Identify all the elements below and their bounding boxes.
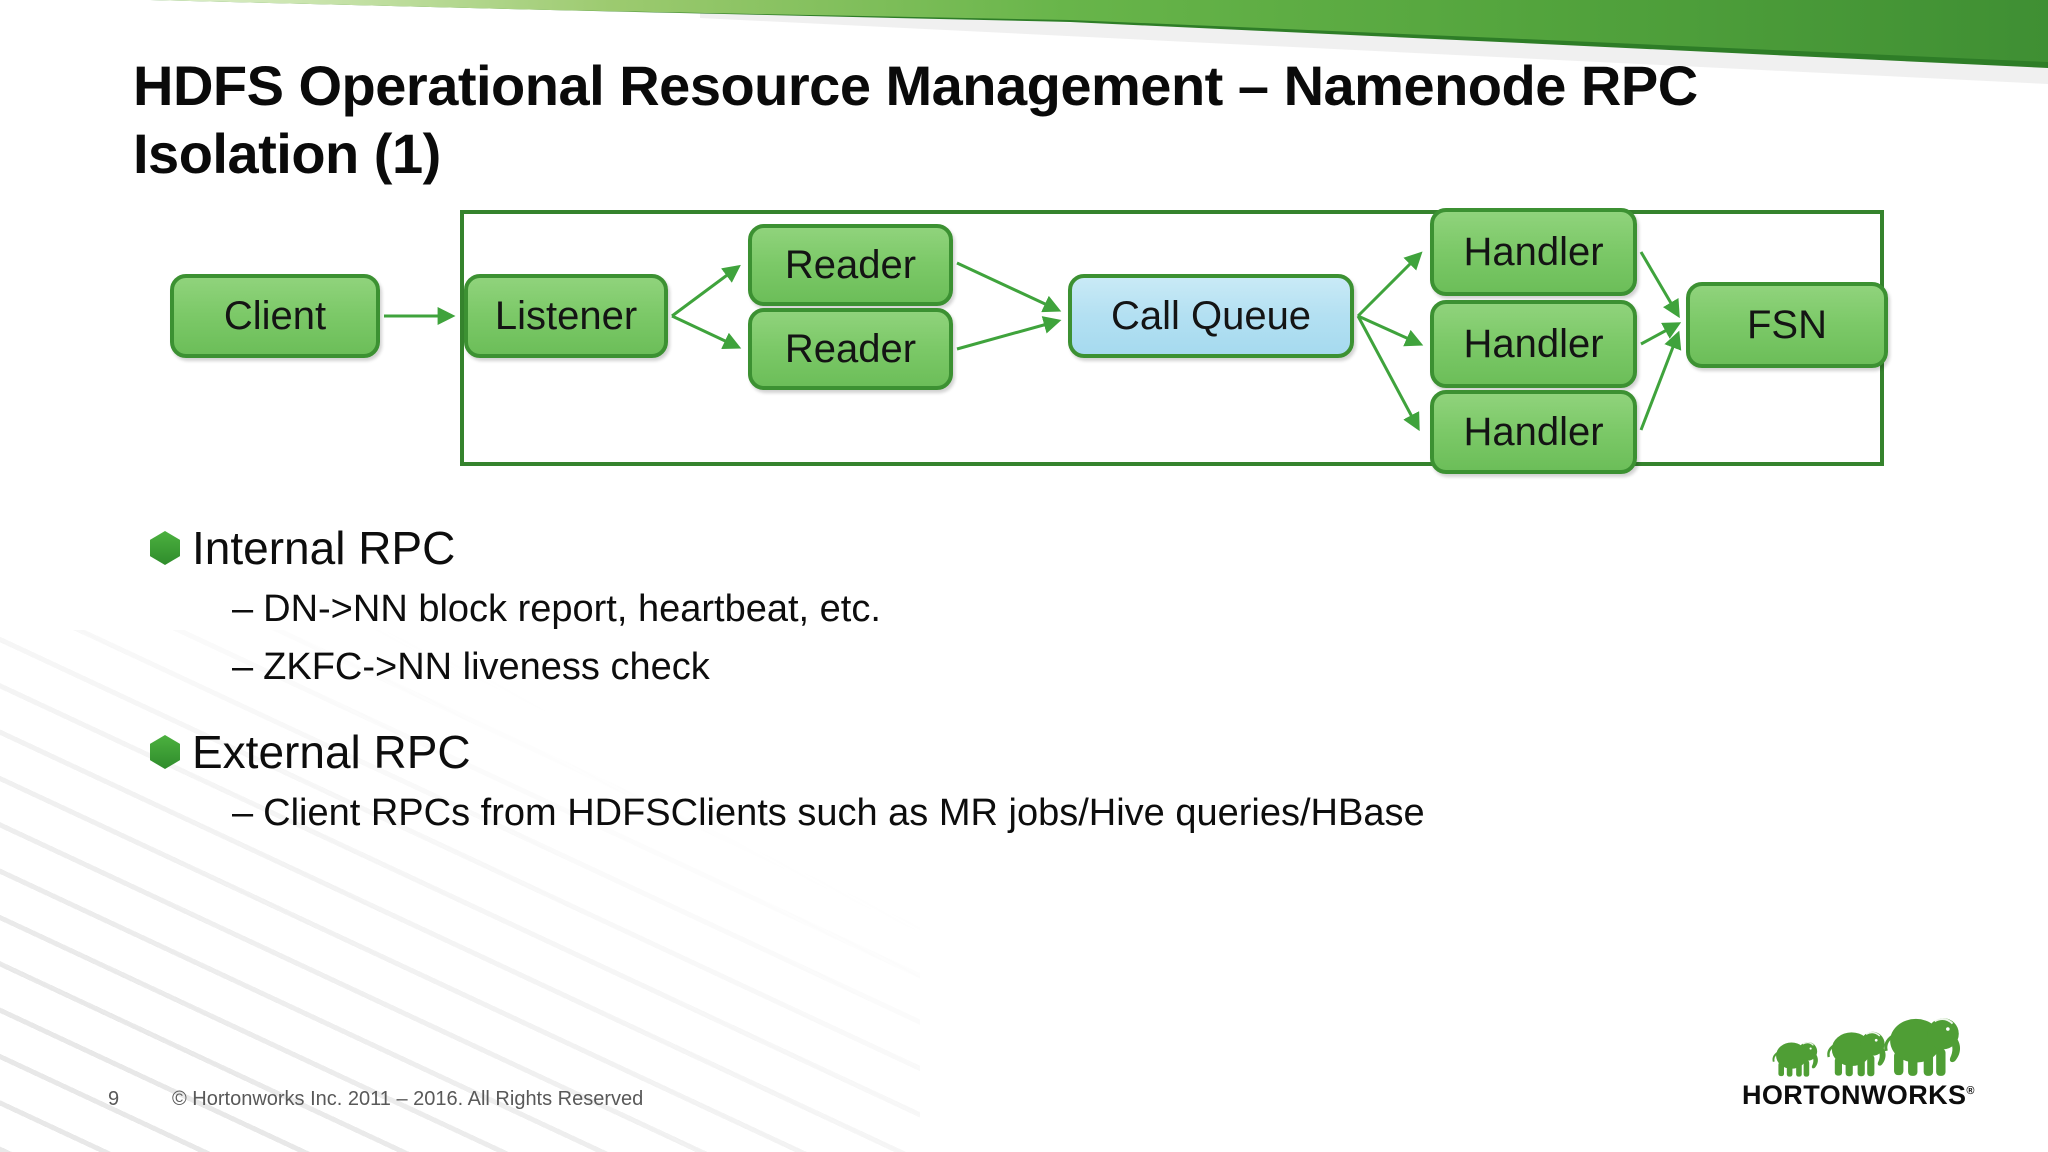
copyright-text: © Hortonworks Inc. 2011 – 2016. All Righ… bbox=[172, 1088, 644, 1110]
section-external-rpc: External RPC bbox=[150, 724, 471, 780]
edge-reader2-queue bbox=[956, 316, 1062, 351]
diagram-node-handler-3: Handler bbox=[1430, 390, 1637, 474]
diagram-node-fsn: FSN bbox=[1686, 282, 1888, 368]
dash-bullet: – bbox=[232, 588, 254, 630]
edge-listener-reader1 bbox=[671, 264, 741, 318]
edge-queue-handler2 bbox=[1357, 314, 1424, 347]
corner-stripe-texture bbox=[0, 630, 920, 1152]
edge-queue-handler3 bbox=[1356, 315, 1420, 432]
edge-handler1-fsn bbox=[1639, 251, 1680, 319]
edge-listener-reader2 bbox=[671, 314, 742, 350]
list-item: – DN->NN block report, heartbeat, etc. bbox=[232, 588, 881, 638]
page-title-line-1: HDFS Operational Resource Management – N… bbox=[133, 54, 1698, 117]
edge-reader1-queue bbox=[956, 261, 1062, 313]
hexagon-bullet-icon bbox=[150, 531, 180, 565]
node-label-reader-1: Reader bbox=[784, 242, 917, 287]
dash-bullet: – bbox=[232, 792, 254, 834]
list-item-text: ZKFC->NN liveness check bbox=[263, 646, 710, 688]
section-internal-rpc: Internal RPC bbox=[150, 520, 455, 576]
list-item: – Client RPCs from HDFSClients such as M… bbox=[232, 792, 1425, 842]
registered-mark: ® bbox=[1966, 1085, 1975, 1097]
diagram-node-client: Client bbox=[170, 274, 380, 358]
page-title: HDFS Operational Resource Management – N… bbox=[133, 52, 1833, 188]
node-label-reader-2: Reader bbox=[784, 326, 917, 371]
diagram-node-reader-1: Reader bbox=[748, 224, 953, 306]
dash-bullet: – bbox=[232, 646, 254, 688]
diagram-node-handler-1: Handler bbox=[1430, 208, 1637, 296]
edge-handler2-fsn bbox=[1640, 322, 1682, 346]
node-label-fsn: FSN bbox=[1747, 302, 1827, 347]
brand-text: HORTONWORKS bbox=[1742, 1080, 1967, 1110]
edge-handler3-fsn bbox=[1639, 330, 1682, 431]
brand-wordmark: HORTONWORKS® bbox=[1742, 1080, 1975, 1111]
node-label-handler-2: Handler bbox=[1463, 321, 1604, 366]
node-label-handler-3: Handler bbox=[1463, 409, 1604, 454]
node-label-call-queue: Call Queue bbox=[1110, 293, 1312, 338]
list-item: – ZKFC->NN liveness check bbox=[232, 646, 710, 696]
page-title-line-2: Isolation (1) bbox=[133, 122, 441, 185]
elephants-icon bbox=[1772, 1016, 1962, 1078]
section-heading: Internal RPC bbox=[192, 522, 456, 574]
diagram-node-listener: Listener bbox=[464, 274, 668, 358]
page-number: 9 bbox=[108, 1088, 120, 1110]
diagram-node-call-queue: Call Queue bbox=[1068, 274, 1354, 358]
node-label-client: Client bbox=[223, 293, 327, 338]
hexagon-bullet-icon bbox=[150, 735, 180, 769]
edge-queue-handler1 bbox=[1356, 251, 1423, 318]
node-label-handler-1: Handler bbox=[1463, 229, 1604, 274]
diagram-node-handler-2: Handler bbox=[1430, 300, 1637, 388]
section-heading: External RPC bbox=[192, 726, 471, 778]
hortonworks-logo: HORTONWORKS® bbox=[1740, 1014, 1980, 1114]
list-item-text: Client RPCs from HDFSClients such as MR … bbox=[263, 792, 1425, 834]
list-item-text: DN->NN block report, heartbeat, etc. bbox=[263, 588, 881, 630]
diagram-node-reader-2: Reader bbox=[748, 308, 953, 390]
node-label-listener: Listener bbox=[494, 293, 638, 338]
